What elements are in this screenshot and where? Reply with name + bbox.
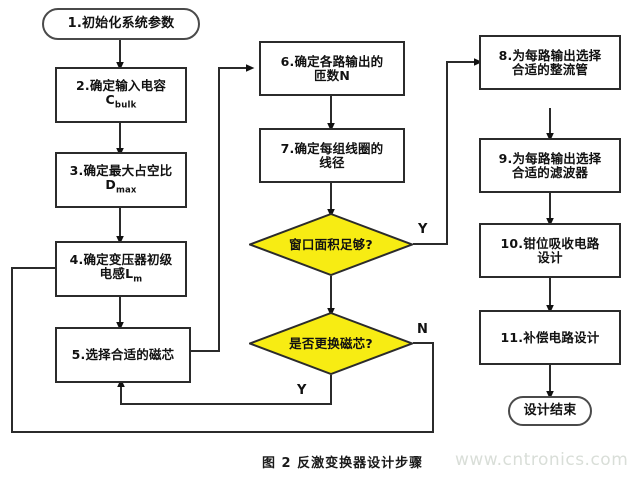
node-step6-label2: 匝数N (313, 67, 351, 83)
node-end[interactable]: 设计结束 (508, 396, 592, 426)
node-start-label: 1.初始化系统参数 (67, 15, 175, 31)
node-step11[interactable]: 11.补偿电路设计 (479, 310, 621, 365)
node-step9[interactable]: 9.为每路输出选择 合适的滤波器 (479, 138, 621, 193)
branch-label-decision2-yes: Y (297, 383, 307, 398)
node-step6[interactable]: 6.确定各路输出的 匝数N (259, 41, 405, 96)
node-step9-label2: 合适的滤波器 (511, 164, 589, 180)
node-step4-label: 4.确定变压器初级 (69, 251, 173, 267)
node-step9-label: 9.为每路输出选择 (498, 150, 602, 166)
node-step2-label: 2.确定输入电容 (75, 77, 167, 93)
site-watermark: www.cntronics.com (455, 450, 629, 470)
node-step3-label: 3.确定最大占空比 (69, 162, 173, 178)
node-step3-symbol: Dmax (105, 176, 137, 196)
node-step11-label: 11.补偿电路设计 (500, 329, 600, 345)
node-step8-label: 8.为每路输出选择 (498, 47, 602, 63)
node-decision1[interactable]: 窗口面积足够? (249, 213, 413, 276)
decision1-shape (249, 213, 413, 276)
node-step7-label: 7.确定每组线圈的 (280, 140, 384, 156)
node-step7[interactable]: 7.确定每组线圈的 线径 (259, 128, 405, 183)
figure-caption: 图 2 反激变换器设计步骤 (262, 456, 424, 471)
node-step10-label2: 设计 (537, 249, 563, 265)
decision2-shape (249, 312, 413, 375)
node-step5-label: 5.选择合适的磁芯 (71, 347, 175, 362)
branch-label-decision1-yes: Y (418, 222, 428, 237)
node-step8[interactable]: 8.为每路输出选择 合适的整流管 (479, 35, 621, 90)
node-step4-symbol: 电感Lm (99, 265, 143, 285)
node-step3[interactable]: 3.确定最大占空比 Dmax (55, 152, 187, 208)
branch-label-decision2-no: N (417, 322, 428, 337)
node-step4[interactable]: 4.确定变压器初级 电感Lm (55, 241, 187, 297)
node-decision2-label: 是否更换磁芯? (289, 335, 373, 351)
node-step2-symbol: Cbulk (105, 91, 137, 111)
node-step10-label: 10.钳位吸收电路 (500, 235, 600, 251)
node-step8-label2: 合适的整流管 (511, 61, 589, 77)
node-decision1-label: 窗口面积足够? (289, 236, 373, 252)
node-end-label: 设计结束 (523, 402, 577, 418)
node-decision2[interactable]: 是否更换磁芯? (249, 312, 413, 375)
node-start[interactable]: 1.初始化系统参数 (42, 8, 200, 40)
node-step2[interactable]: 2.确定输入电容 Cbulk (55, 67, 187, 123)
node-step7-label2: 线径 (319, 154, 345, 170)
node-step10[interactable]: 10.钳位吸收电路 设计 (479, 223, 621, 278)
node-step5[interactable]: 5.选择合适的磁芯 (55, 327, 191, 383)
node-step6-label: 6.确定各路输出的 (280, 53, 384, 69)
